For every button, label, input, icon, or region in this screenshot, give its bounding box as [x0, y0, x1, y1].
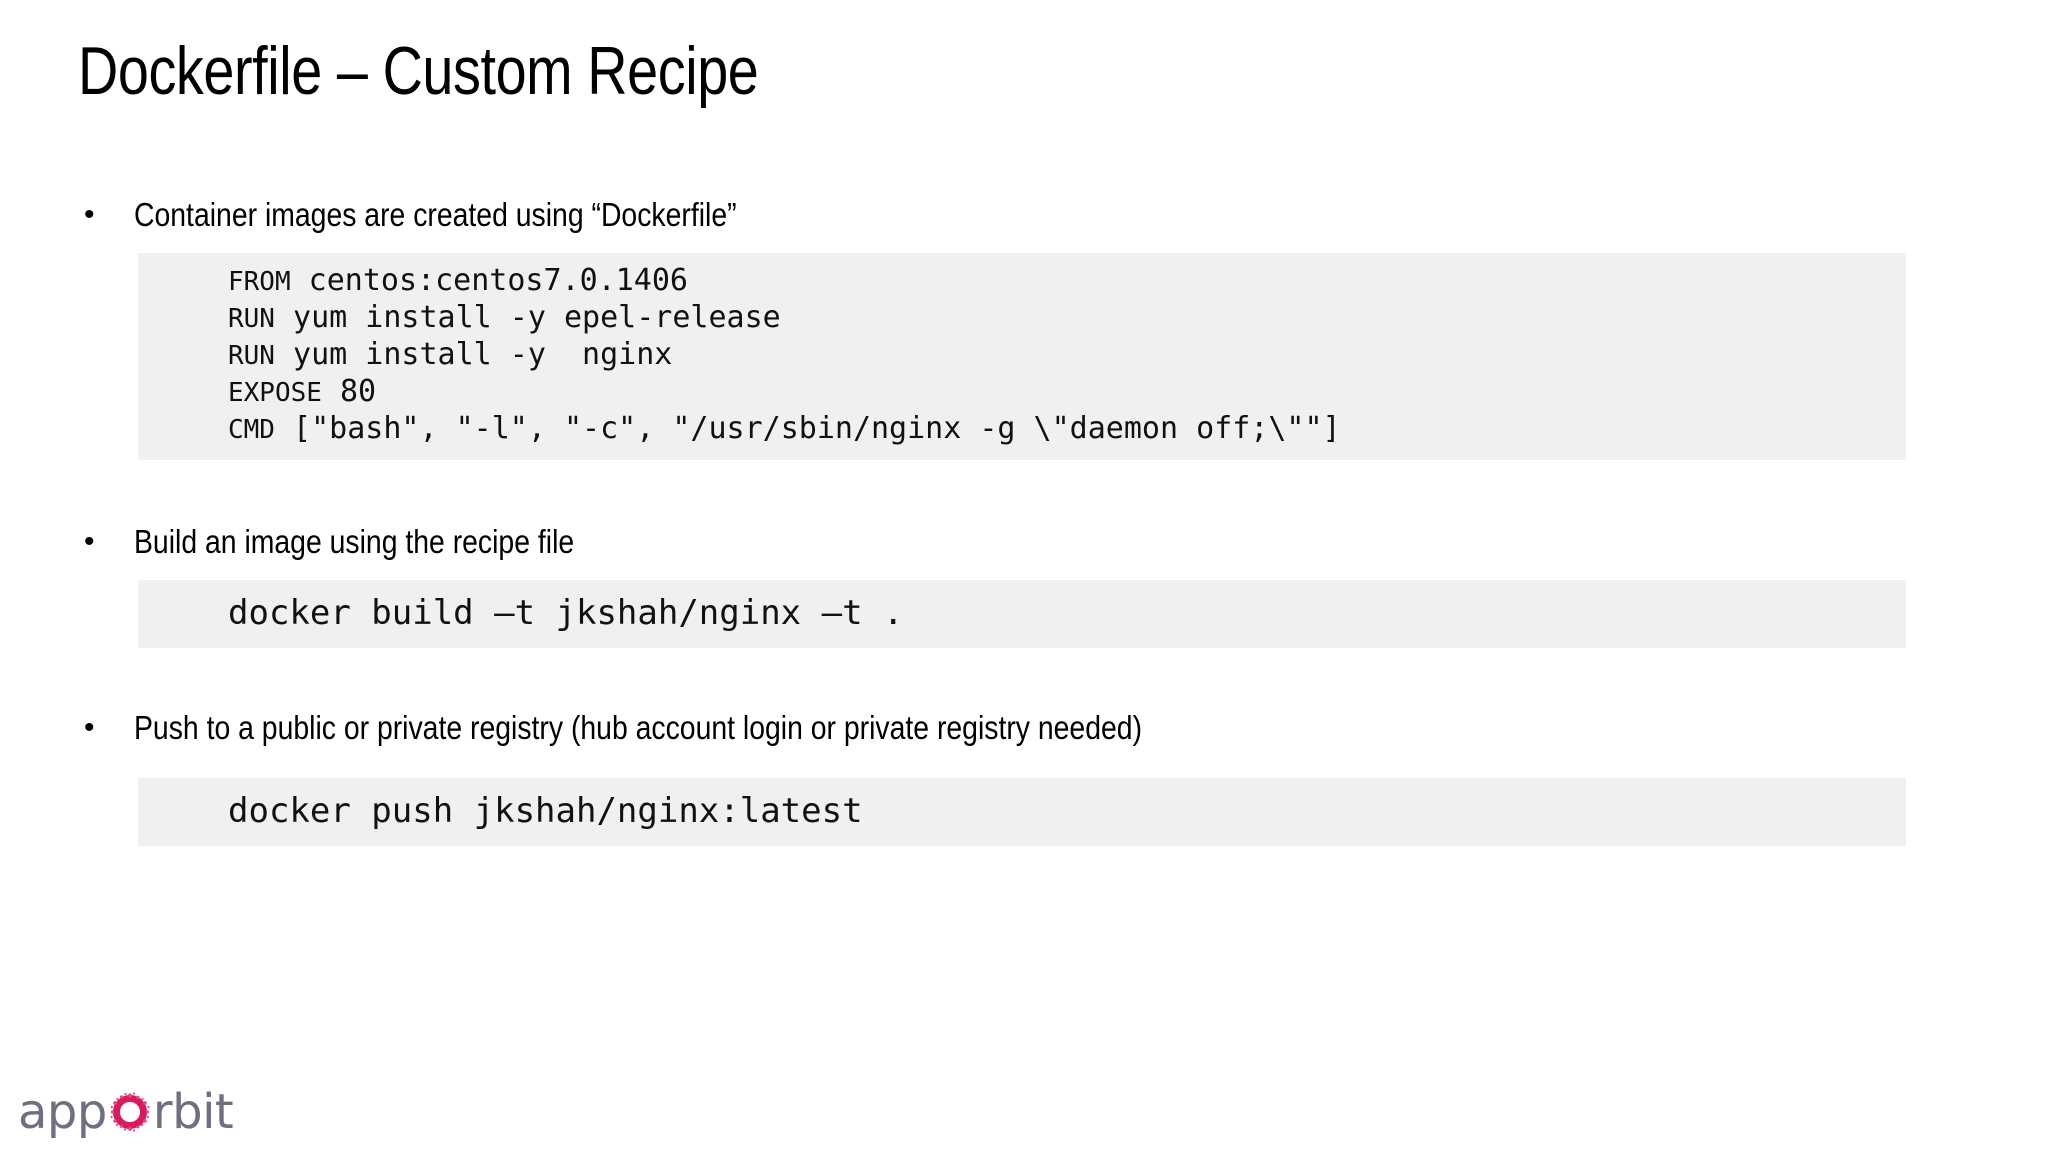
bullet-marker-icon: • — [84, 198, 95, 231]
code-line: FROM centos:centos7.0.1406 — [138, 263, 1906, 300]
code-argument: centos:centos7.0.1406 — [290, 263, 688, 298]
code-line: docker push jkshah/nginx:latest — [228, 791, 863, 831]
code-line: RUN yum install -y nginx — [138, 337, 1906, 374]
code-block-build-command: docker build –t jkshah/nginx –t . — [138, 580, 1906, 648]
code-block-dockerfile: FROM centos:centos7.0.1406 RUN yum insta… — [138, 253, 1906, 460]
code-line: CMD ["bash", "-l", "-c", "/usr/sbin/ngin… — [138, 411, 1906, 448]
code-keyword: RUN — [228, 341, 275, 371]
bullet-text-3: Push to a public or private registry (hu… — [134, 709, 1143, 746]
apporbit-logo: app — [18, 1082, 234, 1142]
code-line: RUN yum install -y epel-release — [138, 300, 1906, 337]
code-argument: yum install -y epel-release — [274, 300, 781, 335]
code-keyword: FROM — [228, 267, 291, 297]
bullet-marker-icon: • — [84, 711, 95, 744]
code-line: docker build –t jkshah/nginx –t . — [228, 593, 904, 633]
code-argument: ["bash", "-l", "-c", "/usr/sbin/nginx -g… — [274, 411, 1341, 446]
logo-text-after: rbit — [152, 1084, 234, 1140]
bullet-item-2: • Build an image using the recipe file — [78, 523, 646, 561]
bullet-text-2: Build an image using the recipe file — [134, 523, 575, 560]
bullet-text-1: Container images are created using “Dock… — [134, 196, 737, 233]
logo-ring-icon — [108, 1090, 152, 1134]
code-argument: 80 — [321, 374, 377, 409]
code-line: EXPOSE 80 — [138, 374, 1906, 411]
code-keyword: EXPOSE — [228, 378, 322, 408]
bullet-marker-icon: • — [84, 525, 95, 558]
code-argument: yum install -y nginx — [274, 337, 673, 372]
bullet-item-1: • Container images are created using “Do… — [78, 196, 835, 234]
code-keyword: CMD — [228, 415, 275, 445]
code-block-push-command: docker push jkshah/nginx:latest — [138, 778, 1906, 846]
bullet-item-3: • Push to a public or private registry (… — [78, 709, 1306, 747]
logo-text-before: app — [18, 1084, 107, 1140]
code-keyword: RUN — [228, 304, 275, 334]
page-title: Dockerfile – Custom Recipe — [78, 33, 759, 109]
